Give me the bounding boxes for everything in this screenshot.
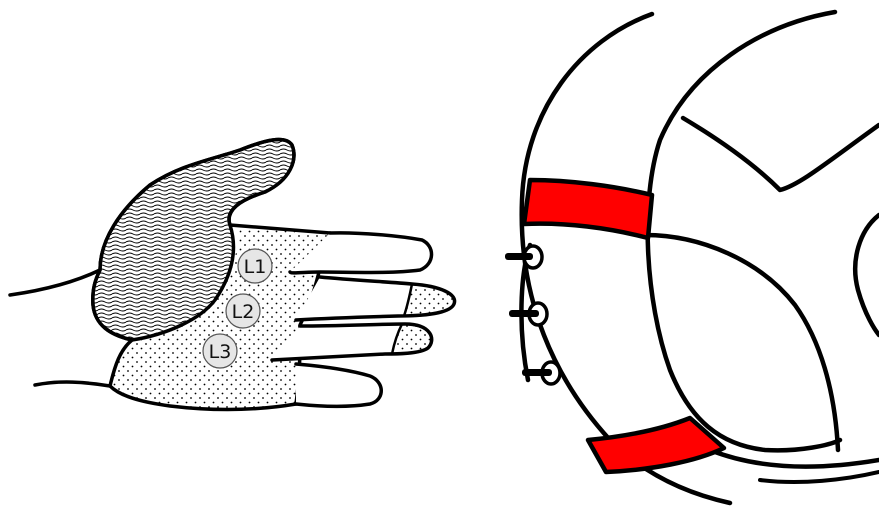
sensor-label-l1-text: L1 [244,256,267,278]
ball-seam-inner-arc [648,12,840,450]
ball-panel-right [855,215,879,335]
forearm-upper-line [10,270,100,295]
ball-red-band-top [524,180,652,238]
ball-panel-seam-bottom [710,450,879,467]
ball-panel-seam-top [683,118,879,190]
ball-red-band-bottom [588,418,724,472]
sensor-label-l3-text: L3 [209,341,232,363]
ball-panel-seam-middle [645,235,838,450]
sensor-label-l1: L1 [238,249,272,283]
forearm-lower-line [35,382,110,386]
pin-icon [509,303,547,325]
sensor-label-l2-text: L2 [232,301,255,323]
ball-icon [505,12,879,503]
hand-icon: L1 L2 L3 [10,140,455,410]
finger-middle-tip-dotted [404,284,455,316]
sensor-label-l3: L3 [203,334,237,368]
finger-little [296,364,381,406]
ball-panel-seam-bottom-2 [760,472,879,482]
sensor-label-l2: L2 [226,294,260,328]
